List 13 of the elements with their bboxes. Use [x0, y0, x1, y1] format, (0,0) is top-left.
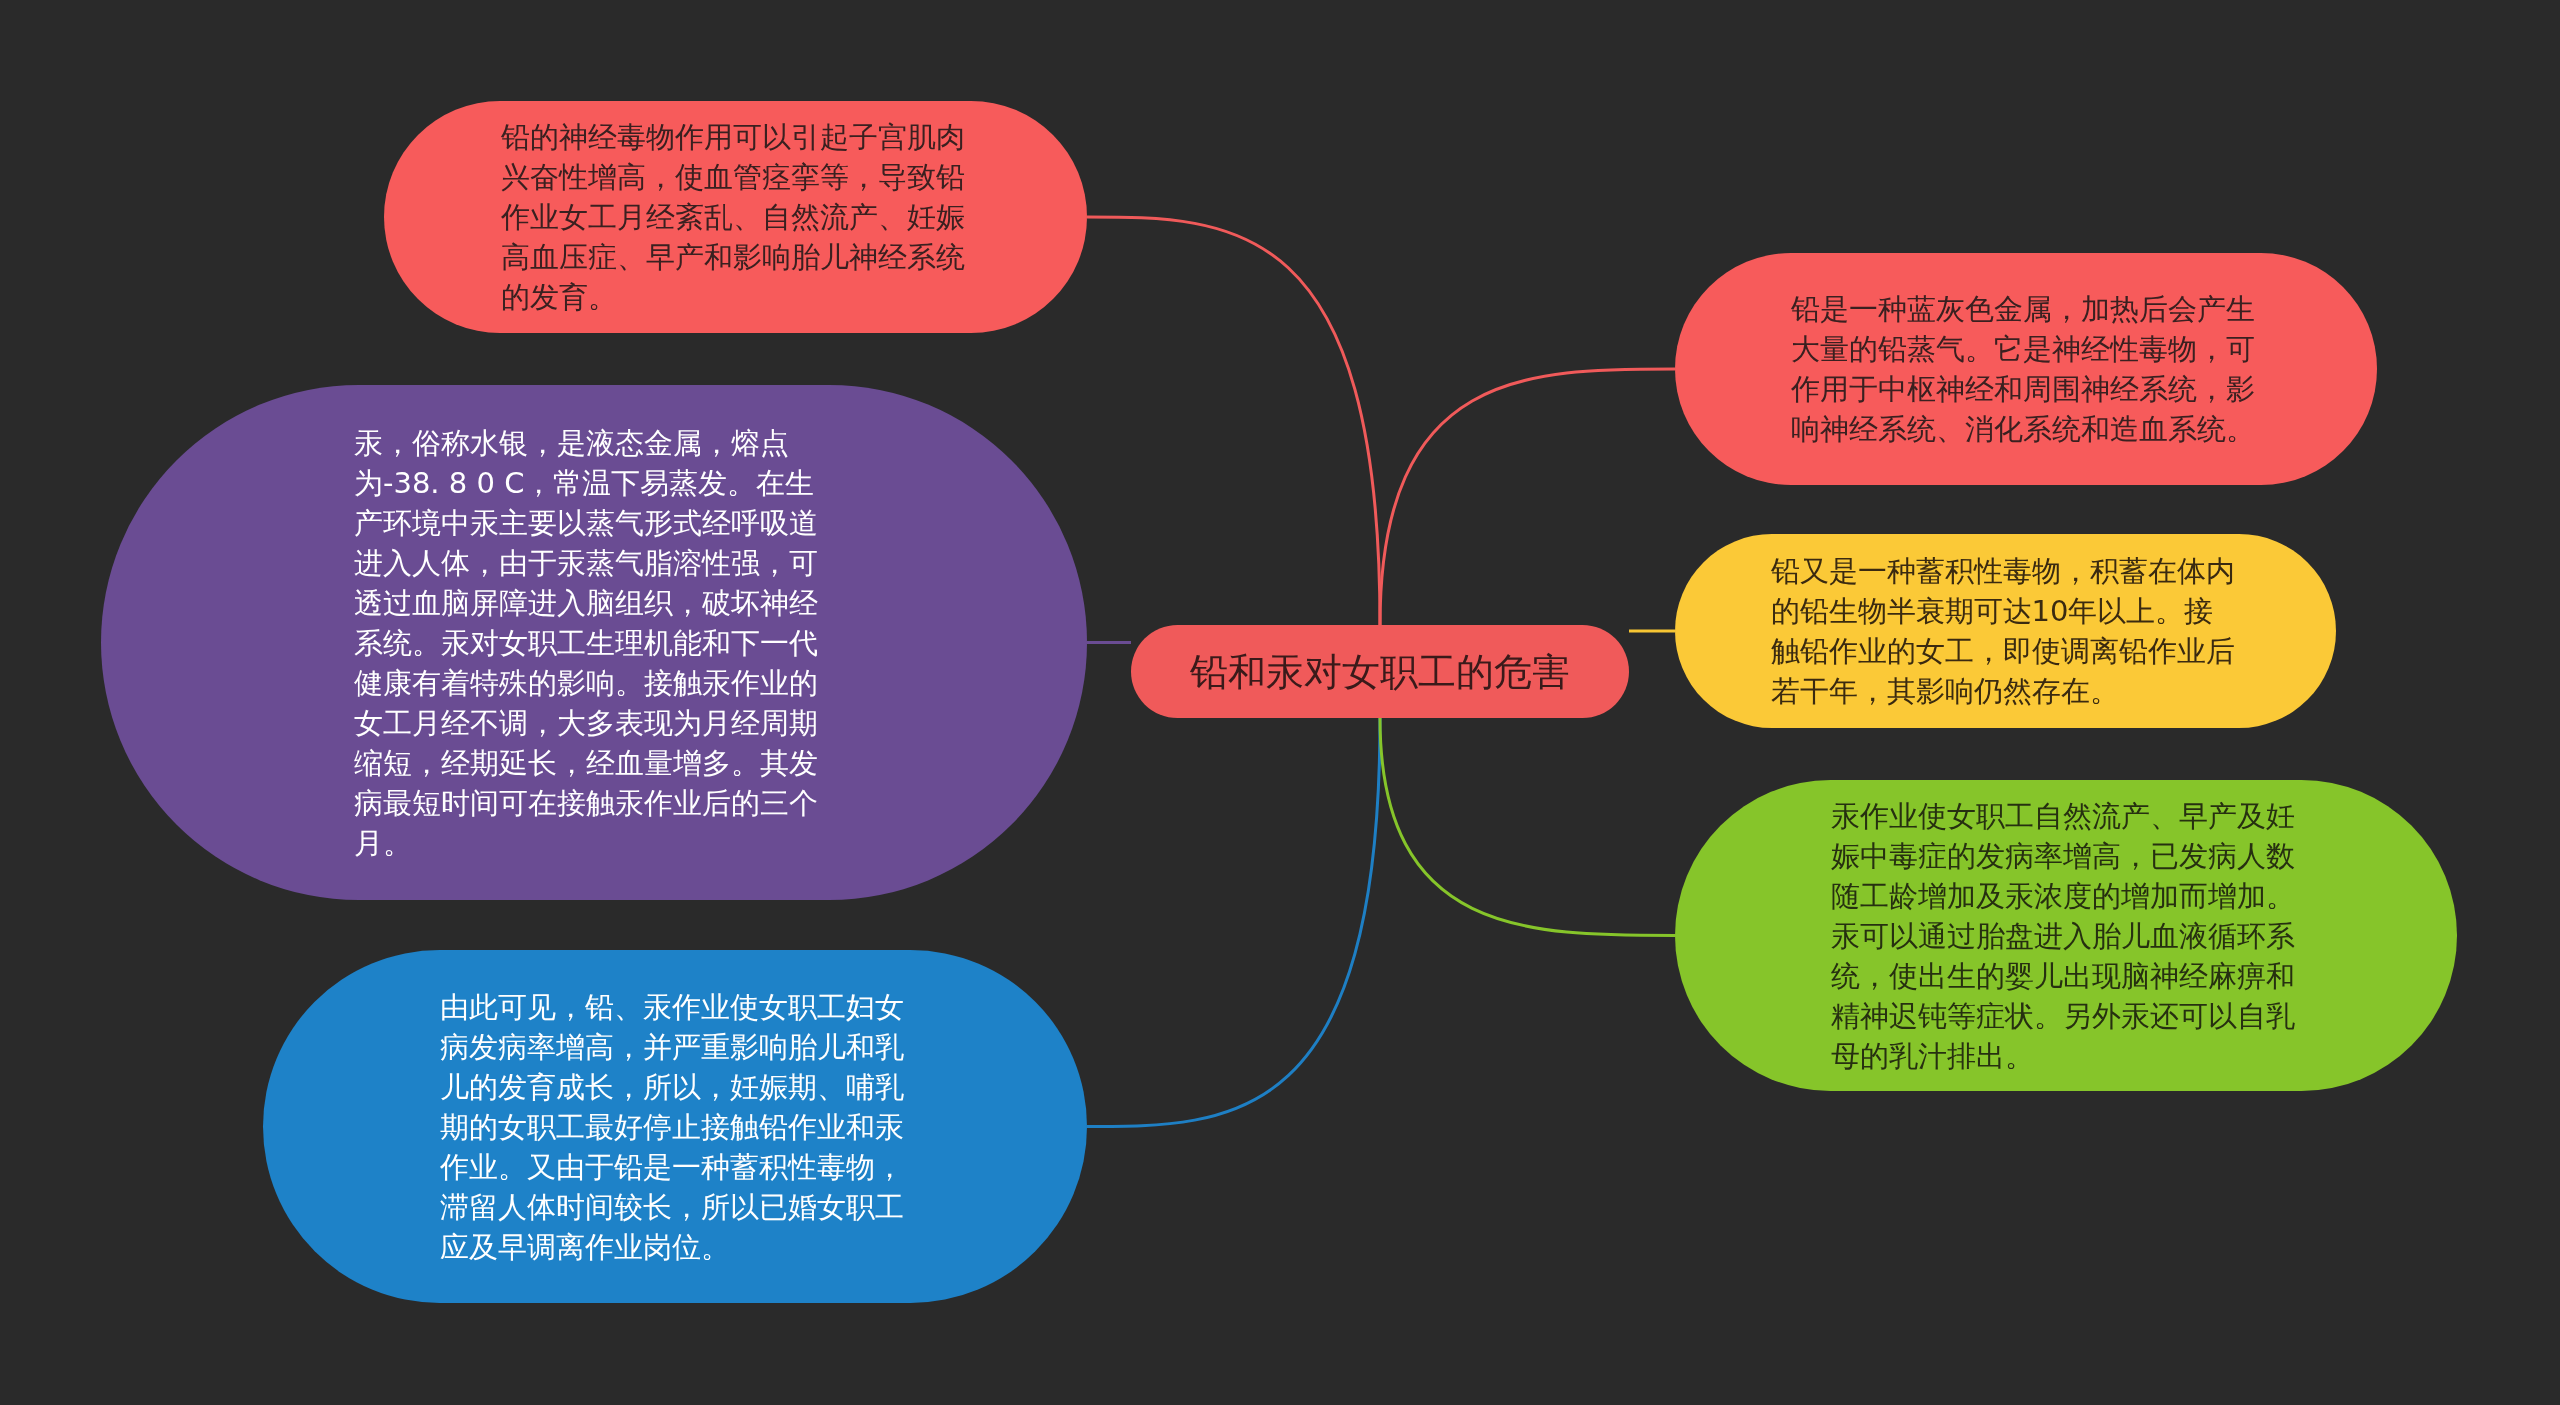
topic-title: 铅和汞对女职工的危害: [1190, 651, 1570, 692]
connector-line: [1629, 629, 1675, 633]
topic-text: 由此可见，铅、汞作业使女职工妇女病发病率增高，并严重影响胎儿和乳儿的发育成长，所以，妊娠期、哺乳期的女职工最好停止接触铅作业和汞作业。又由于铅是一种蓄积性毒物，滞留人体时间较长，所以已婚女职工应及早调离作业岗位。: [440, 988, 905, 1266]
connector-line: [1087, 215, 1382, 626]
connector-line: [1087, 717, 1382, 1128]
topic-text: 铅是一种蓝灰色金属，加热后会产生大量的铅蒸气。它是神经性毒物，可作用于中枢神经和周围神经系统，影响神经系统、消化系统和造血系统。: [1791, 291, 2256, 448]
connector-line: [1087, 641, 1131, 644]
topic-text: 汞作业使女职工自然流产、早产及妊娠中毒症的发病率增高，已发病人数随工龄增加及汞浓度的增加而增加。汞可以通过胎盘进入胎儿血液循环系统，使出生的婴儿出现脑神经麻痹和精神迟钝等症状。另外汞还可以自乳母的乳汁排出。: [1831, 797, 2296, 1075]
topic-text: 汞，俗称水银，是液态金属，熔点为-38. 8 0 C，常温下易蒸发。在生产环境中汞主要以蒸气形式经呼吸道进入人体，由于汞蒸气脂溶性强，可透过血脑屏障进入脑组织，破坏神经系统。汞对女职工生理机能和下一代健康有着特殊的影响。接触汞作业的女工月经不调，大多表现为月经周期缩短，经期延长，经血量增多。其发病最短时间可在接触汞作业后的三个月。: [354, 424, 819, 862]
topic-text: 铅的神经毒物作用可以引起子宫肌肉兴奋性增高，使血管痉挛等，导致铅作业女工月经紊乱、自然流产、妊娠高血压症、早产和影响胎儿神经系统的发育。: [500, 119, 966, 316]
connector-line: [1378, 367, 1675, 626]
topic-text: 铅又是一种蓄积性毒物，积蓄在体内的铅生物半衰期可达10年以上。接触铅作业的女工，即使调离铅作业后若干年，其影响仍然存在。: [1770, 553, 2236, 710]
connector-line: [1378, 717, 1675, 937]
